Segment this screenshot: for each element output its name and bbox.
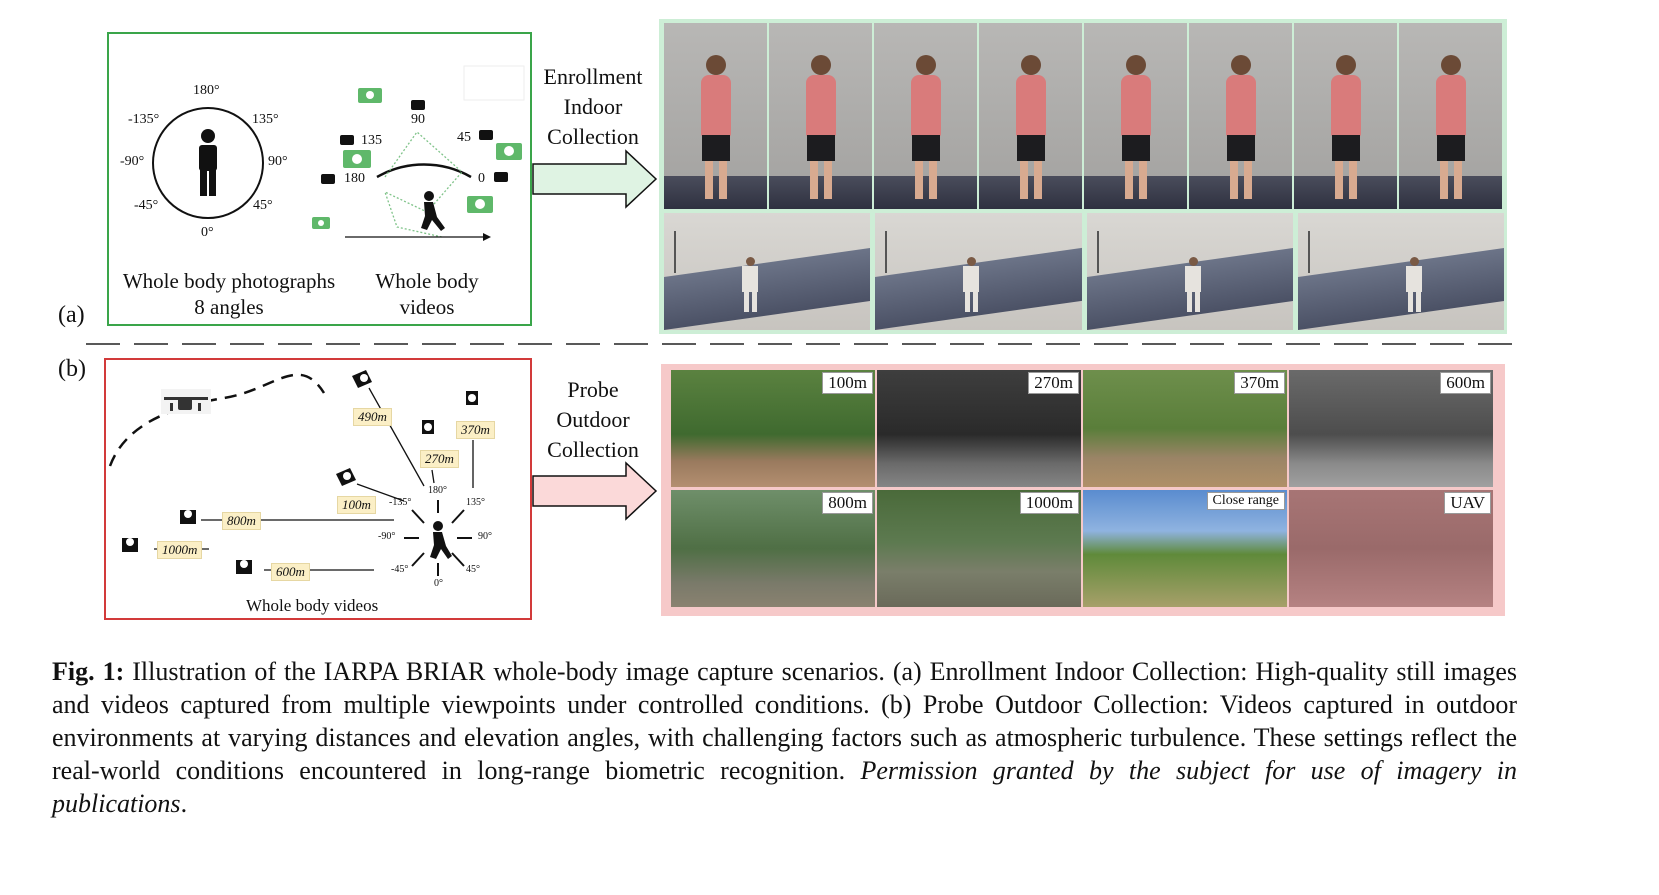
probe-photo-cell: 270m — [877, 370, 1081, 487]
videos-caption: Whole body videos — [360, 268, 494, 320]
distance-tag-370m: 370m — [456, 421, 495, 439]
angle-label-0: 0° — [201, 225, 214, 240]
probe-angle-minus-135: -135° — [389, 497, 412, 508]
enrollment-still-photo — [1294, 23, 1397, 209]
video-camera-icon — [122, 370, 478, 574]
arc-mark-0: 0 — [478, 171, 485, 186]
probe-photo-cell: UAV — [1289, 490, 1493, 607]
angle-label-135: 135° — [252, 112, 279, 127]
probe-distance-label: 370m — [1234, 372, 1285, 394]
angle-label-minus-90: -90° — [120, 154, 145, 169]
enrollment-line1: Enrollment — [543, 64, 643, 89]
arc-mark-180: 180 — [344, 171, 365, 186]
enrollment-video-frame — [664, 213, 870, 330]
probe-distance-label: 100m — [822, 372, 873, 394]
enrollment-video-frame — [1087, 213, 1293, 330]
enrollment-diagram-box — [107, 32, 532, 326]
camera-arc — [376, 163, 472, 179]
videos-caption-line1: Whole body — [375, 269, 479, 293]
photos-caption: Whole body photographs 8 angles — [116, 268, 342, 320]
probe-photo-cell: 100m — [671, 370, 875, 487]
walking-person-icon — [421, 191, 445, 231]
camera-icon-black — [321, 100, 508, 184]
angle-label-minus-135: -135° — [128, 112, 160, 127]
probe-diagram-graphics — [108, 370, 478, 576]
videos-caption-line2: videos — [399, 295, 455, 319]
person-icon — [199, 129, 217, 196]
uav-flight-path — [108, 373, 326, 467]
probe-distance-label: 270m — [1028, 372, 1079, 394]
probe-angle-minus-90: -90° — [378, 531, 396, 542]
probe-distance-label: Close range — [1206, 492, 1285, 510]
enrollment-still-photo — [979, 23, 1082, 209]
enrollment-video-frame — [1298, 213, 1504, 330]
probe-videos-caption: Whole body videos — [246, 596, 379, 615]
angle-label-45: 45° — [253, 198, 273, 213]
caption-end: . — [180, 789, 188, 818]
enrollment-arrow-label: Enrollment Indoor Collection — [530, 62, 656, 152]
probe-line2: Outdoor — [556, 407, 630, 432]
distance-tag-800m: 800m — [222, 512, 261, 530]
figure-label: Fig. 1: — [52, 657, 125, 686]
enrollment-line3: Collection — [547, 124, 639, 149]
arc-mark-45: 45 — [457, 130, 471, 145]
probe-angle-180: 180° — [428, 485, 447, 496]
probe-distance-label: 1000m — [1019, 492, 1079, 514]
probe-angle-90: 90° — [478, 531, 492, 542]
angle-circle — [152, 107, 264, 219]
probe-arrow-label: Probe Outdoor Collection — [530, 375, 656, 465]
distance-tag-1000m: 1000m — [157, 541, 203, 559]
section-divider — [86, 343, 1516, 345]
enrollment-still-photo — [1084, 23, 1187, 209]
caption-text: Illustration of the IARPA BRIAR whole-bo… — [52, 657, 1517, 785]
enrollment-video-frame — [875, 213, 1082, 330]
probe-distance-label: 800m — [822, 492, 873, 514]
probe-photo-cell: Close range — [1083, 490, 1287, 607]
photos-caption-line1: Whole body photographs — [122, 269, 336, 293]
figure-caption: Fig. 1: Illustration of the IARPA BRIAR … — [52, 655, 1517, 820]
probe-line1: Probe — [567, 377, 619, 402]
enrollment-still-photo — [664, 23, 767, 209]
arc-mark-90: 90 — [411, 112, 425, 127]
probe-photo-cell: 800m — [671, 490, 875, 607]
probe-distance-label: UAV — [1444, 492, 1491, 514]
distance-tag-490m: 490m — [353, 408, 392, 426]
angle-label-180: 180° — [193, 83, 220, 98]
probe-photo-cell: 600m — [1289, 370, 1493, 487]
enrollment-still-photo — [769, 23, 872, 209]
probe-photo-cell: 1000m — [877, 490, 1081, 607]
enrollment-still-photo — [874, 23, 977, 209]
direction-arrows — [404, 500, 472, 576]
angle-label-90: 90° — [268, 154, 288, 169]
drone-icon — [161, 389, 211, 414]
enrollment-still-photo — [1399, 23, 1502, 209]
probe-angle-minus-45: -45° — [391, 564, 409, 575]
arc-mark-135: 135 — [361, 133, 382, 148]
probe-angle-135: 135° — [466, 497, 485, 508]
probe-arrow-icon — [532, 461, 658, 521]
probe-line3: Collection — [547, 437, 639, 462]
distance-tag-270m: 270m — [420, 450, 459, 468]
distance-tag-100m: 100m — [337, 496, 376, 514]
enrollment-arrow-icon — [532, 149, 658, 209]
enrollment-still-photo — [1189, 23, 1292, 209]
panel-b-label: (b) — [58, 356, 86, 382]
enrollment-line2: Indoor — [563, 94, 623, 119]
angle-label-minus-45: -45° — [134, 198, 159, 213]
panel-a-label: (a) — [58, 302, 85, 328]
enrollment-diagram-graphics — [152, 65, 525, 241]
probe-photo-cell: 370m — [1083, 370, 1287, 487]
center-walker-icon — [430, 521, 452, 559]
photos-caption-line2: 8 angles — [194, 295, 264, 319]
probe-distance-label: 600m — [1440, 372, 1491, 394]
probe-angle-45: 45° — [466, 564, 480, 575]
distance-tag-600m: 600m — [271, 563, 310, 581]
caption-permission: Permission granted by the subject for us… — [52, 756, 1517, 818]
probe-angle-0: 0° — [434, 578, 443, 589]
